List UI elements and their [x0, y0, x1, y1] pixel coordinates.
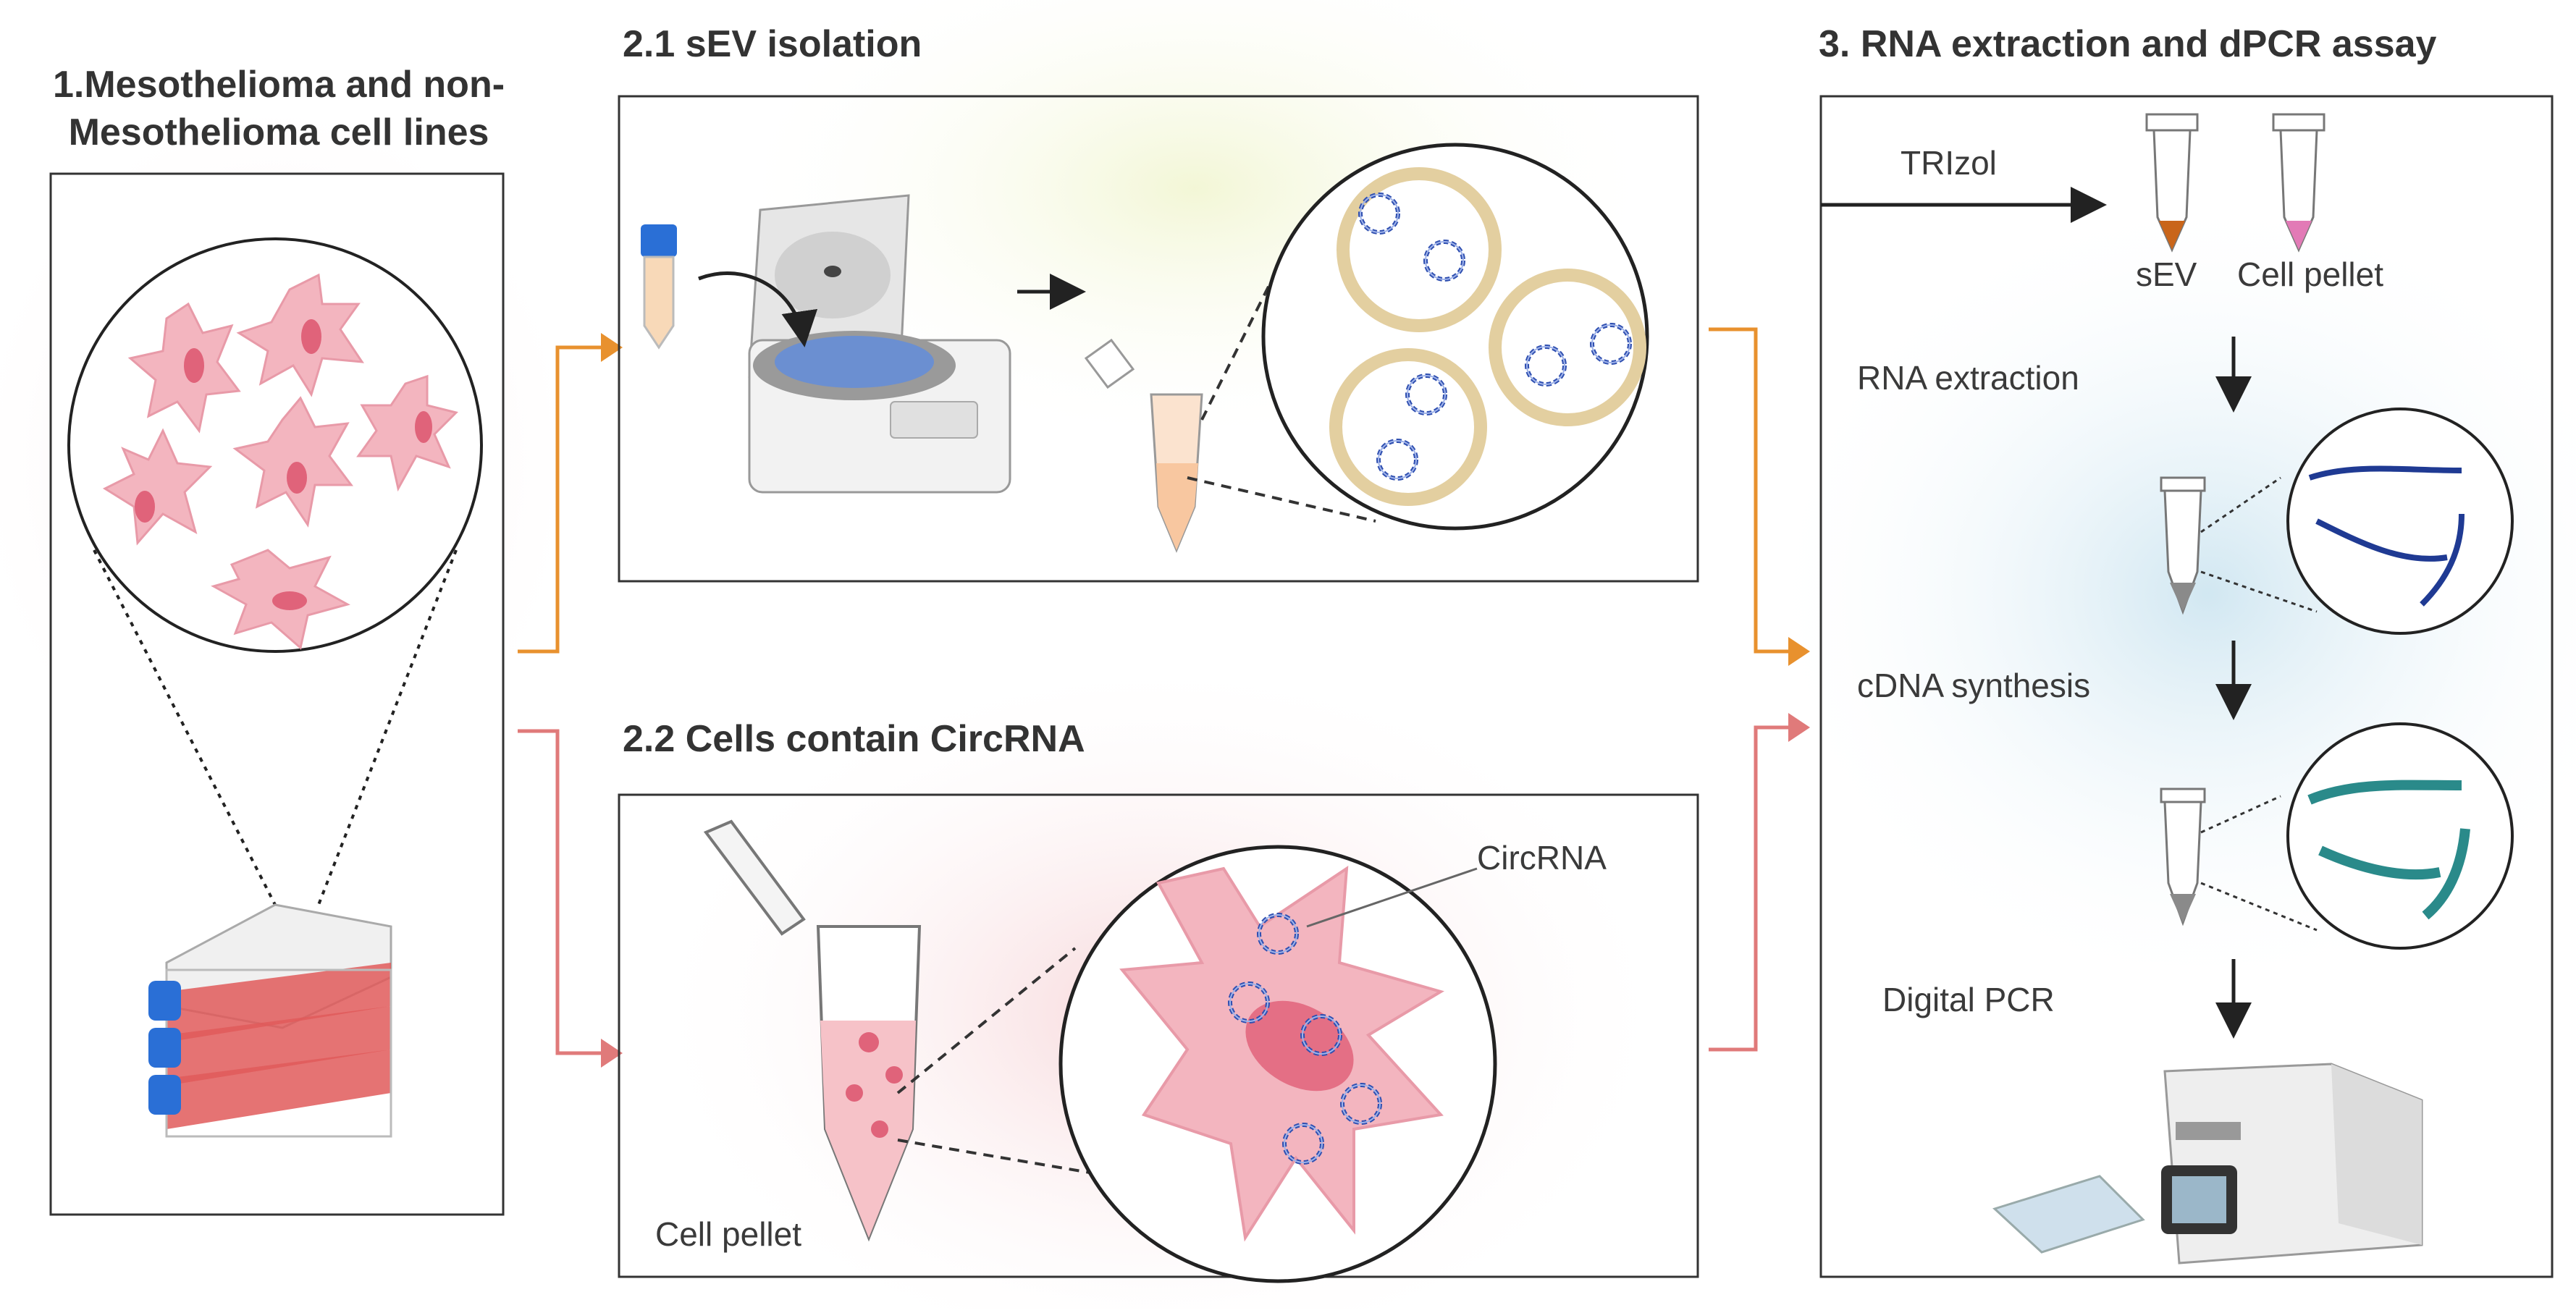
mesothelial-cells: [102, 273, 458, 650]
panel-3-title: 3. RNA extraction and dPCR assay: [1819, 23, 2437, 65]
cdna-magnified: [2286, 722, 2514, 950]
pink-connector: [518, 729, 601, 1055]
digital-pcr-label: Digital PCR: [1882, 981, 2055, 1018]
rna-tube: [2160, 476, 2206, 615]
cell-pellet-tube: [703, 819, 922, 1242]
sev-magnified-view: [1261, 143, 1649, 531]
centrifuge: [748, 194, 1011, 494]
panel-2-1-title: 2.1 sEV isolation: [623, 23, 922, 65]
rna-magnified: [2286, 408, 2514, 635]
nuclei: [135, 319, 432, 610]
sev-tube: [2145, 113, 2199, 253]
cdna-synthesis-label: cDNA synthesis: [1857, 667, 2091, 704]
circrna-label: CircRNA: [1477, 839, 1607, 877]
panel-2-2-title: 2.2 Cells contain CircRNA: [623, 718, 1085, 760]
panel-2-1-sev-isolation: [618, 95, 1699, 583]
cell-pellet-label: Cell pellet: [655, 1215, 801, 1253]
circrna-cell-magnified: [1058, 845, 1497, 1283]
digital-pcr-instrument: [1992, 1063, 2423, 1265]
orange-connector: [518, 345, 601, 654]
cdna-tube: [2160, 788, 2206, 926]
microtube-sev: [1084, 338, 1203, 553]
panel-3-rna-dpcr: [1819, 95, 2554, 1278]
panel-1-title: 1.Mesothelioma and non-Mesothelioma cell…: [52, 64, 505, 153]
trizol-label: TRIzol: [1901, 144, 1997, 182]
culture-flasks: [148, 903, 392, 1138]
rna-extraction-label: RNA extraction: [1857, 359, 2079, 397]
panel-2-2-cells-circrna: [618, 793, 1699, 1283]
cell-pellet-tube-small: [2272, 113, 2325, 253]
cell-pellet-small-label: Cell pellet: [2237, 256, 2383, 293]
sev-label: sEV: [2136, 256, 2197, 293]
panel-1-cell-lines: [49, 172, 505, 1216]
falcon-tube: [641, 224, 677, 350]
